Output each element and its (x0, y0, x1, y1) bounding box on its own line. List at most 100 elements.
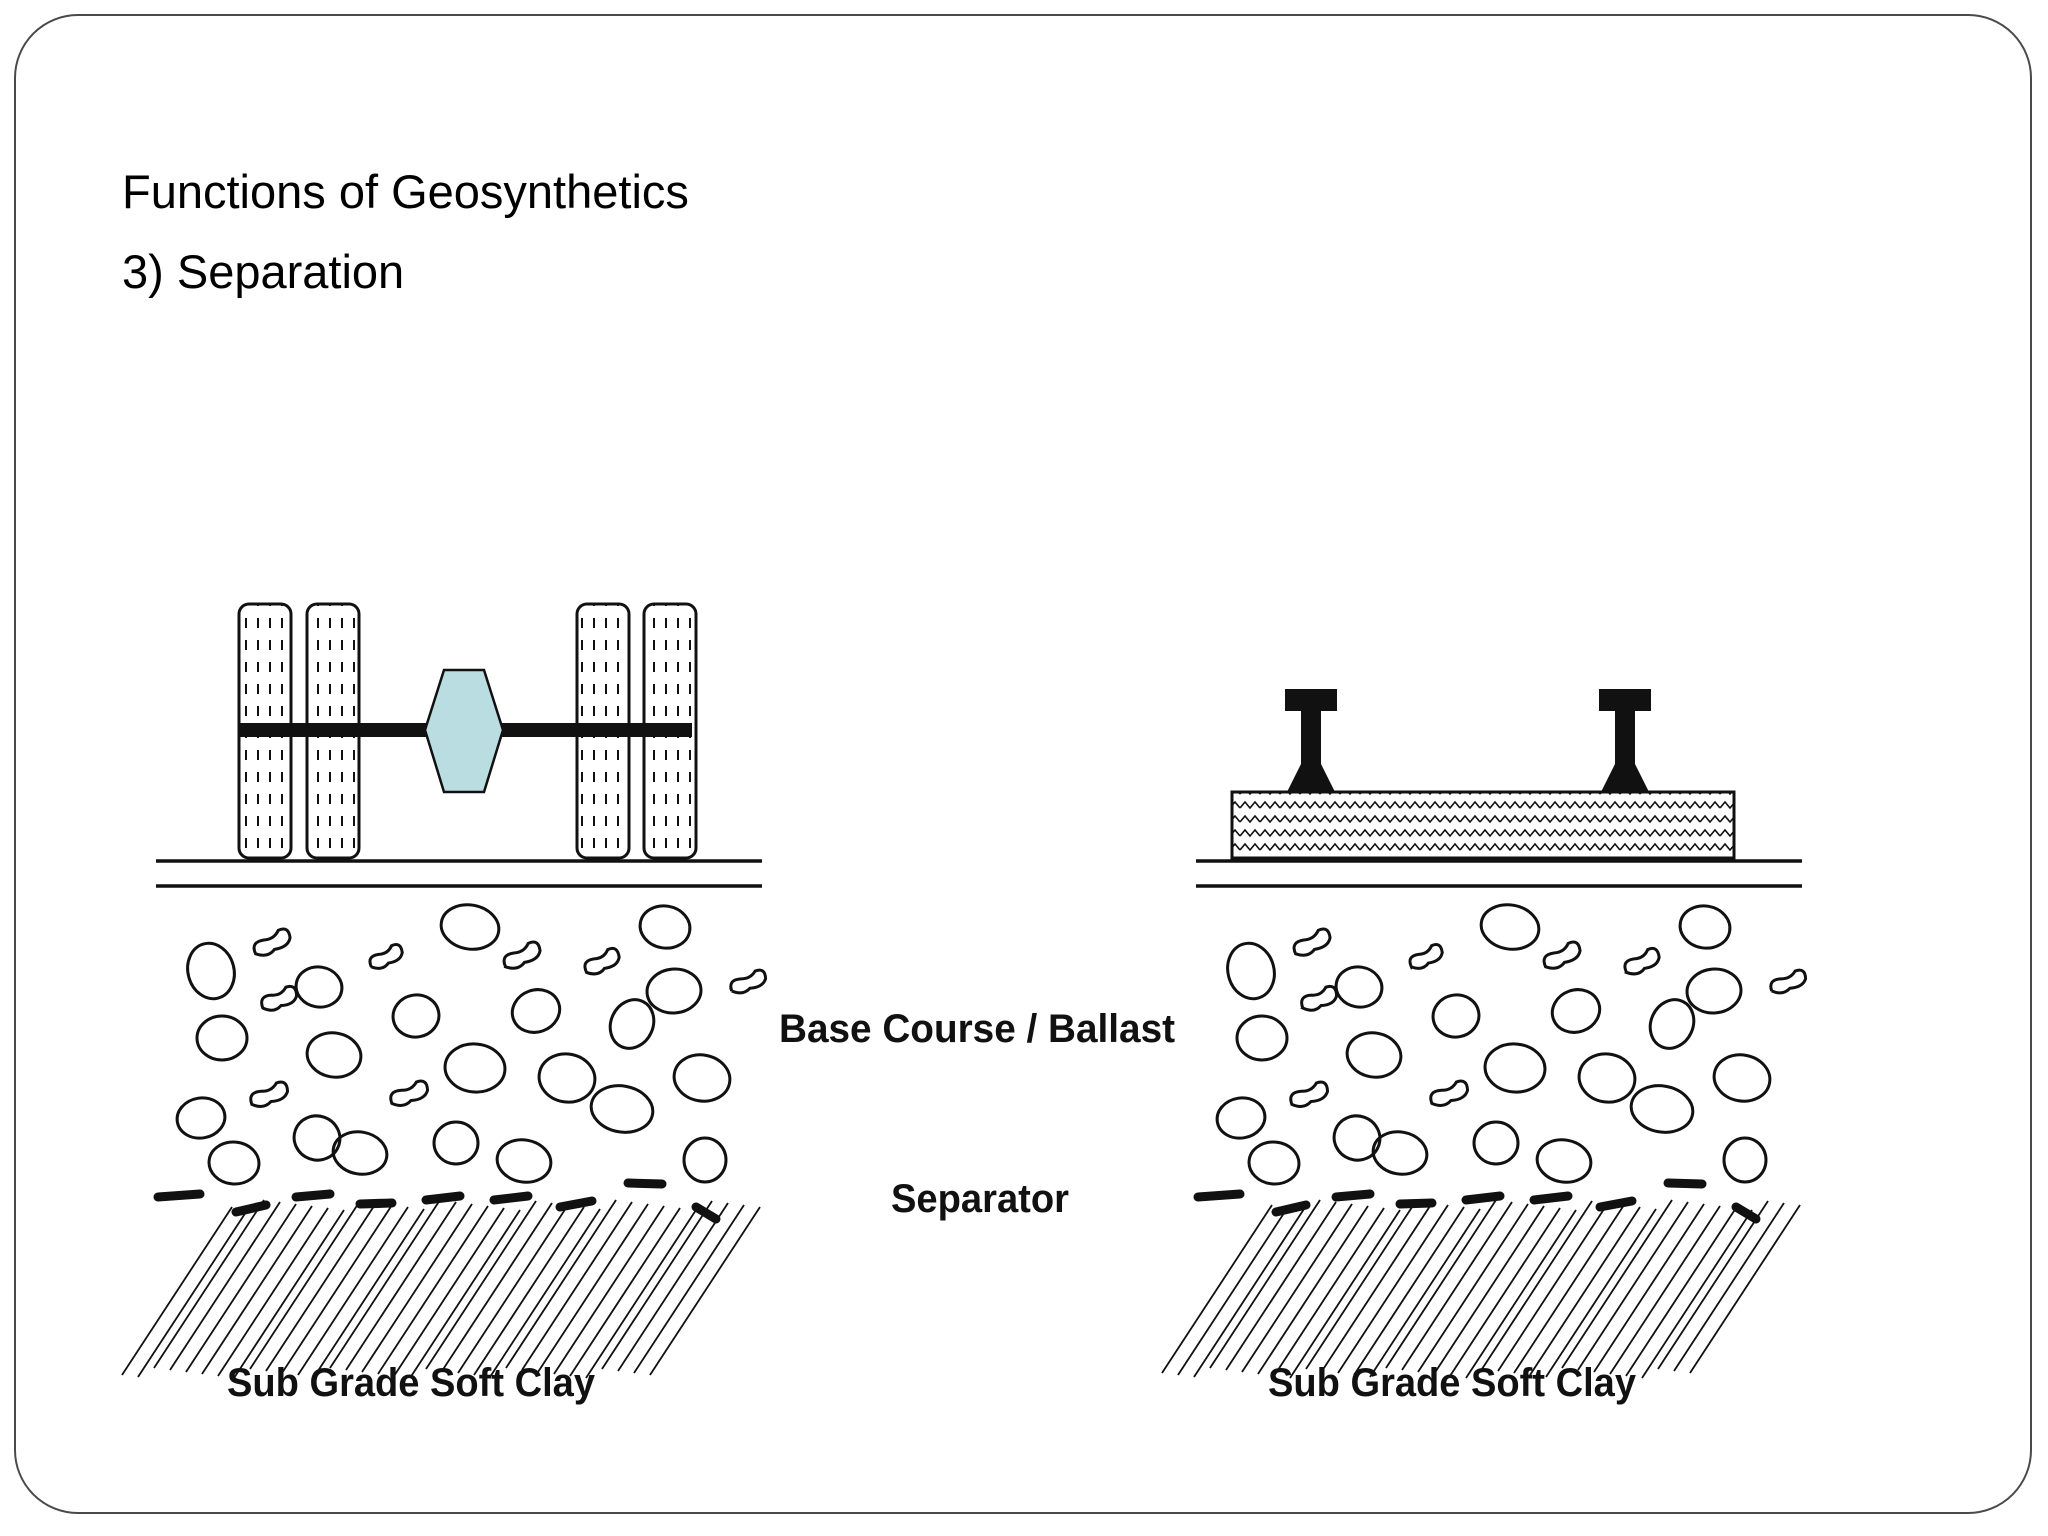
ballast-stone (510, 988, 562, 1034)
ballast-stone (608, 998, 656, 1050)
hatch-line (361, 1203, 473, 1373)
ballast-stone (1479, 903, 1541, 951)
hatch-line (1593, 1203, 1705, 1373)
separator-layer (153, 1178, 721, 1224)
hatch-line (537, 1203, 649, 1373)
separator-dash (421, 1191, 465, 1205)
ballast-stone (186, 941, 236, 1001)
hatch-line (601, 1200, 713, 1370)
ballast-stone (443, 1042, 507, 1094)
ballast-stone (331, 1130, 389, 1176)
ballast-stone (645, 967, 703, 1015)
ballast-stone (1429, 1079, 1470, 1107)
hatch-line (1529, 1206, 1641, 1376)
hatch-line (265, 1202, 377, 1372)
rail (1599, 689, 1651, 792)
ballast-stone (292, 1114, 342, 1162)
hatch-line (1225, 1201, 1337, 1371)
ballast-stone (1345, 1031, 1403, 1079)
ballast-stone (305, 1031, 363, 1079)
separator-dash (1731, 1202, 1761, 1224)
hatch-line (1417, 1203, 1529, 1373)
hatch-line (553, 1205, 665, 1375)
separator-dash (691, 1202, 721, 1224)
truck-axle-icon (237, 602, 698, 860)
ballast-stone (195, 1014, 249, 1062)
hatch-line (1177, 1206, 1289, 1376)
separator-dash (555, 1196, 597, 1212)
hatch-line (521, 1201, 633, 1371)
hatch-line (1273, 1207, 1385, 1377)
ballast-stone (1247, 1140, 1301, 1186)
ballast-stone (1215, 1096, 1267, 1140)
hatch-line (153, 1199, 265, 1369)
ballast-stone (260, 984, 299, 1012)
ballast-stone (439, 903, 501, 951)
ballast-stone (682, 1136, 728, 1184)
hatch-line (1241, 1203, 1353, 1373)
ballast-stone (207, 1140, 261, 1186)
hatch-line (489, 1208, 601, 1378)
hatch-line (217, 1207, 329, 1377)
slide-subtitle: 3) Separation (122, 245, 405, 298)
hatch-line (281, 1204, 393, 1374)
sleeper (1230, 790, 1736, 860)
ballast-stone (1648, 998, 1696, 1050)
ballast-stone (1623, 946, 1661, 976)
ballast-stone (1408, 943, 1444, 970)
hatch-line (1465, 1209, 1577, 1379)
ballast-stone (495, 1138, 553, 1184)
hatch-line (345, 1201, 457, 1371)
hatch-line (1657, 1200, 1769, 1370)
ballast-stone (294, 965, 344, 1009)
ballast-stones (175, 903, 768, 1186)
separator-dash (1663, 1178, 1707, 1189)
separator-dash (1595, 1196, 1637, 1212)
separator-dash (489, 1191, 533, 1205)
tire (575, 602, 631, 860)
hatch-line (617, 1202, 729, 1372)
hatch-line (1449, 1207, 1561, 1377)
ballast-stone (1226, 941, 1276, 1001)
ballast-stone (249, 1080, 290, 1108)
hatch-line (1305, 1200, 1417, 1370)
hatch-line (1609, 1205, 1721, 1375)
hatch-line (201, 1205, 313, 1375)
hatch-line (393, 1207, 505, 1377)
slide-title: Functions of Geosynthetics (122, 165, 689, 218)
hatch-line (313, 1208, 425, 1378)
separator-dash (153, 1189, 205, 1202)
rail-track-icon (1285, 689, 1651, 792)
road-section (121, 602, 768, 1379)
hatch-line (1497, 1202, 1609, 1372)
hatch-line (585, 1209, 697, 1379)
hatch-line (249, 1200, 361, 1370)
hatch-line (329, 1199, 441, 1369)
ballast-stone (1577, 1052, 1637, 1104)
hatch-line (1401, 1201, 1513, 1371)
separator-dash (1193, 1189, 1245, 1202)
ballast-stone (729, 968, 768, 995)
ballast-stone (432, 1120, 480, 1166)
ballast-stone (252, 927, 292, 957)
hatch-line (1257, 1205, 1369, 1375)
ballast-stone (1722, 1136, 1768, 1184)
hatch-line (297, 1206, 409, 1376)
ballast-stone (638, 904, 692, 950)
rail-section (1161, 689, 1808, 1379)
hatch-line (1209, 1199, 1321, 1369)
ballast-stone (1235, 1014, 1289, 1062)
hatch-line (1161, 1204, 1273, 1374)
hatch-line (425, 1200, 537, 1370)
hatch-line (1481, 1200, 1593, 1370)
hatch-line (649, 1206, 761, 1376)
ballast-stone (1300, 984, 1339, 1012)
ballast-stone (502, 940, 542, 970)
hatch-line (473, 1206, 585, 1376)
hatch-line (1369, 1208, 1481, 1378)
hatch-line (1289, 1209, 1401, 1379)
hatch-line (1321, 1202, 1433, 1372)
ballast-stone (1292, 927, 1332, 957)
ballast-stone (583, 946, 621, 976)
